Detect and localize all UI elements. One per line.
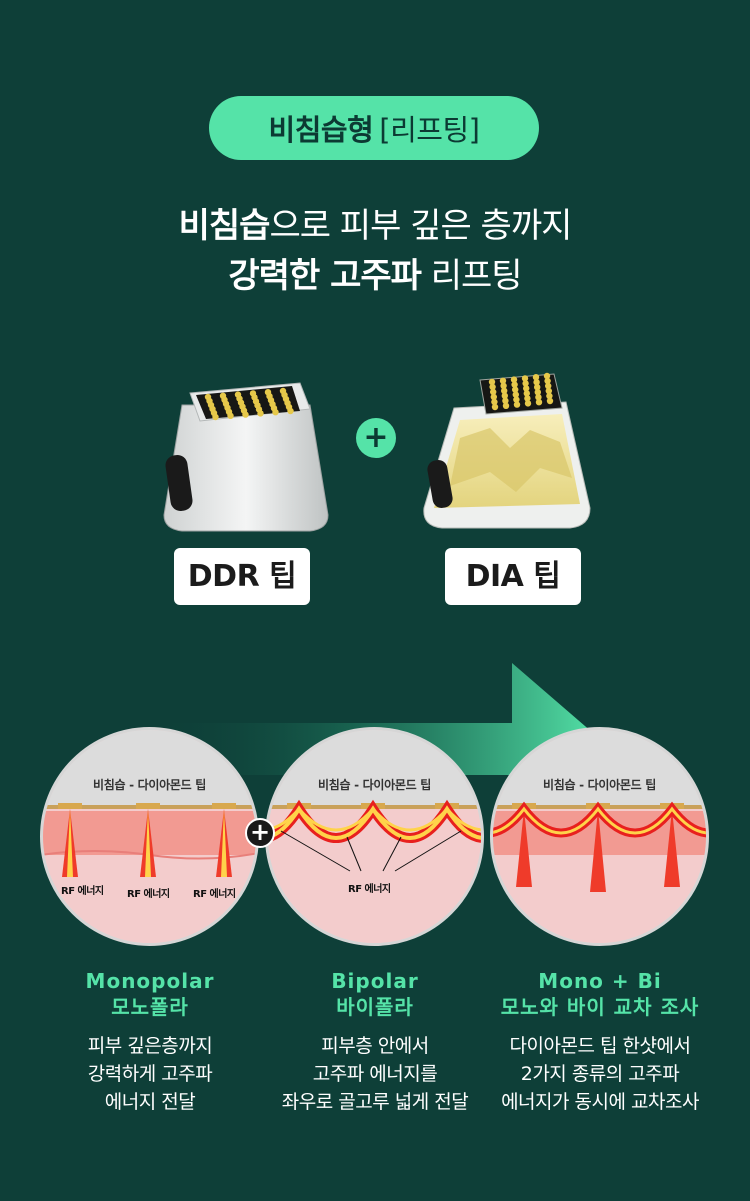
rf-energy-label: RF 에너지: [61, 886, 104, 897]
headline-line-1-bold: 비침습: [178, 206, 271, 246]
mono-bi-title-ko: 모노와 바이 교차 조사: [500, 995, 700, 1019]
monopolar-title-en: Monopolar: [85, 969, 215, 993]
bipolar-title-ko: 바이폴라: [336, 995, 414, 1019]
bipolar-description: 피부층 안에서 고주파 에너지를 좌우로 골고루 넓게 전달: [250, 1032, 500, 1116]
description-line: 고주파 에너지를: [312, 1063, 438, 1085]
plus-icon: +: [245, 818, 275, 848]
description-line: 피부층 안에서: [321, 1035, 429, 1057]
headline-line-2: 강력한 고주파 리프팅: [0, 250, 750, 302]
mono-bi-diagram-title: 비침습 - 다이아몬드 팁: [543, 778, 656, 792]
rf-energy-label: RF 에너지: [127, 889, 170, 900]
monopolar-diagram-title: 비침습 - 다이아몬드 팁: [93, 778, 206, 792]
ddr-tip-label: DDR 팁: [174, 548, 310, 605]
monopolar-description: 피부 깊은층까지 강력하게 고주파 에너지 전달: [25, 1032, 275, 1116]
description-line: 좌우로 골고루 넓게 전달: [281, 1091, 469, 1113]
mono-bi-description: 다이아몬드 팁 한샷에서 2가지 종류의 고주파 에너지가 동시에 교차조사: [475, 1032, 725, 1116]
category-badge: 비침습형 [리프팅]: [209, 96, 539, 160]
mono-bi-diagram: 비침습 - 다이아몬드 팁: [490, 727, 709, 946]
bipolar-title: Bipolar 바이폴라: [255, 968, 495, 1020]
monopolar-title-ko: 모노폴라: [111, 995, 189, 1019]
ddr-tip-image: [163, 382, 329, 532]
description-line: 2가지 종류의 고주파: [520, 1063, 680, 1085]
monopolar-diagram: 비침습 - 다이아몬드 팁 RF 에너지 RF 에너지 RF 에너지: [40, 727, 259, 946]
mono-bi-title-en: Mono + Bi: [538, 969, 662, 993]
headline-line-1: 비침습으로 피부 깊은 층까지: [0, 200, 750, 252]
headline-line-1-rest: 으로 피부 깊은 층까지: [269, 206, 572, 246]
description-line: 다이아몬드 팁 한샷에서: [509, 1035, 691, 1057]
badge-bold-text: 비침습형: [268, 113, 374, 147]
rf-energy-label: RF 에너지: [193, 889, 236, 900]
description-line: 강력하게 고주파: [87, 1063, 213, 1085]
description-line: 에너지가 동시에 교차조사: [501, 1091, 699, 1113]
dia-tip-image: [423, 372, 591, 529]
bipolar-title-en: Bipolar: [331, 969, 419, 993]
bipolar-diagram-title: 비침습 - 다이아몬드 팁: [318, 778, 431, 792]
badge-light-text: [리프팅]: [379, 113, 480, 147]
description-line: 피부 깊은층까지: [87, 1035, 213, 1057]
headline-line-2-rest: 리프팅: [420, 256, 523, 296]
mono-bi-title: Mono + Bi 모노와 바이 교차 조사: [480, 968, 720, 1020]
description-line: 에너지 전달: [104, 1091, 196, 1113]
headline-line-2-bold: 강력한 고주파: [228, 256, 422, 296]
dia-tip-label: DIA 팁: [445, 548, 581, 605]
rf-energy-label: RF 에너지: [348, 884, 391, 895]
bipolar-diagram: 비침습 - 다이아몬드 팁 RF 에너지: [265, 727, 484, 946]
monopolar-title: Monopolar 모노폴라: [30, 968, 270, 1020]
progress-arrow-icon: [150, 663, 600, 775]
plus-icon: +: [356, 418, 396, 458]
